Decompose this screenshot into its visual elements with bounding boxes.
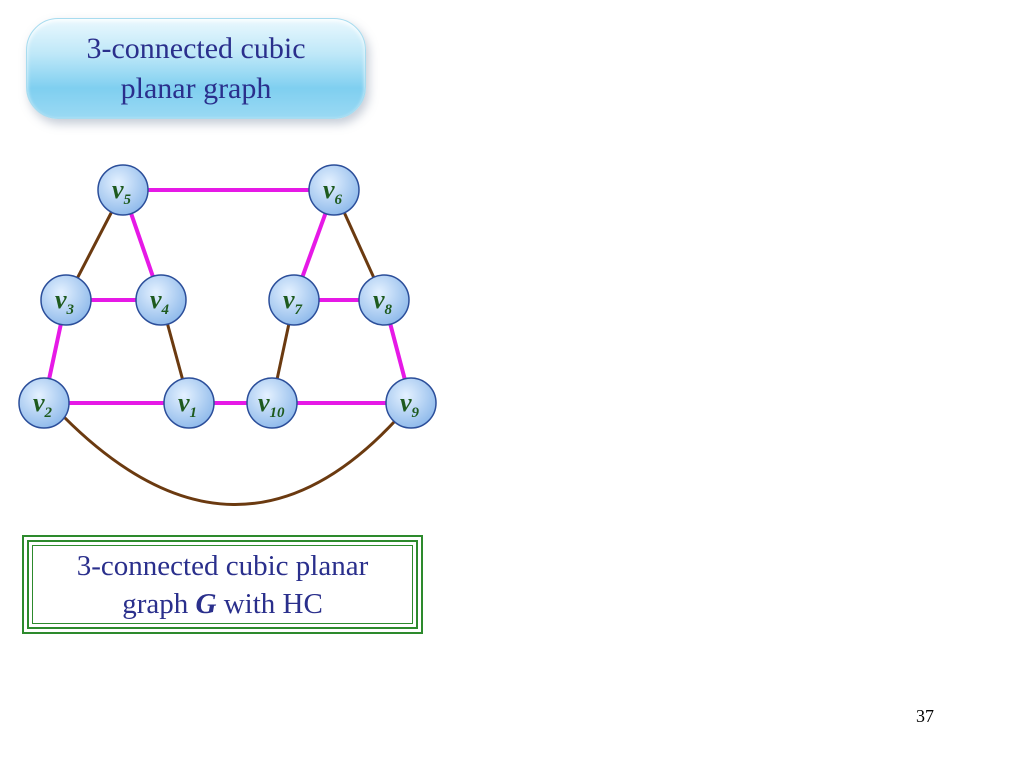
caption-box: 3-connected cubic planar graph G with HC	[22, 535, 423, 634]
node-label-v6: v6	[323, 175, 343, 208]
node-circle-v6	[308, 164, 360, 216]
node-label-v3: v3	[55, 285, 75, 318]
node-circle-v1	[163, 377, 215, 429]
page-number: 37	[916, 706, 934, 726]
node-label-v5: v5	[112, 175, 132, 208]
node-label-v4: v4	[150, 285, 170, 318]
node-v8: v8	[358, 274, 410, 326]
node-label-v10: v10	[258, 388, 285, 421]
node-v5: v5	[97, 164, 149, 216]
node-v7: v7	[268, 274, 320, 326]
caption-line-1: 3-connected cubic planar	[76, 549, 369, 582]
node-label-v2: v2	[33, 388, 53, 421]
edges-layer	[42, 188, 413, 506]
nodes-layer: v5 v6 v3 v4 v7 v8 v2 v1 v10 v9	[18, 164, 437, 429]
node-v9: v9	[385, 377, 437, 429]
node-circle-v2	[18, 377, 70, 429]
slide-title: 3-connected cubic planar graph	[86, 29, 305, 109]
node-label-v1: v1	[178, 388, 197, 421]
node-circle-v4	[135, 274, 187, 326]
node-v3: v3	[40, 274, 92, 326]
node-circle-v3	[40, 274, 92, 326]
caption-line-2-post: with HC	[216, 587, 323, 620]
node-v10: v10	[246, 377, 298, 429]
node-label-v7: v7	[283, 285, 303, 318]
node-circle-v5	[97, 164, 149, 216]
node-label-v8: v8	[373, 285, 393, 318]
node-v1: v1	[163, 377, 215, 429]
caption-graph-symbol: G	[195, 587, 217, 620]
node-v4: v4	[135, 274, 187, 326]
node-circle-v7	[268, 274, 320, 326]
title-line-1: 3-connected cubic	[86, 31, 306, 65]
node-label-v9: v9	[400, 388, 420, 421]
caption-text: 3-connected cubic planar graph G with HC	[32, 545, 413, 624]
edge-v2-v9	[62, 415, 397, 506]
caption-line-2-pre: graph	[122, 587, 196, 620]
node-circle-v8	[358, 274, 410, 326]
node-circle-v9	[385, 377, 437, 429]
title-line-2: planar graph	[120, 71, 272, 105]
node-v2: v2	[18, 377, 70, 429]
title-box: 3-connected cubic planar graph	[26, 18, 366, 119]
node-circle-v10	[246, 377, 298, 429]
node-v6: v6	[308, 164, 360, 216]
